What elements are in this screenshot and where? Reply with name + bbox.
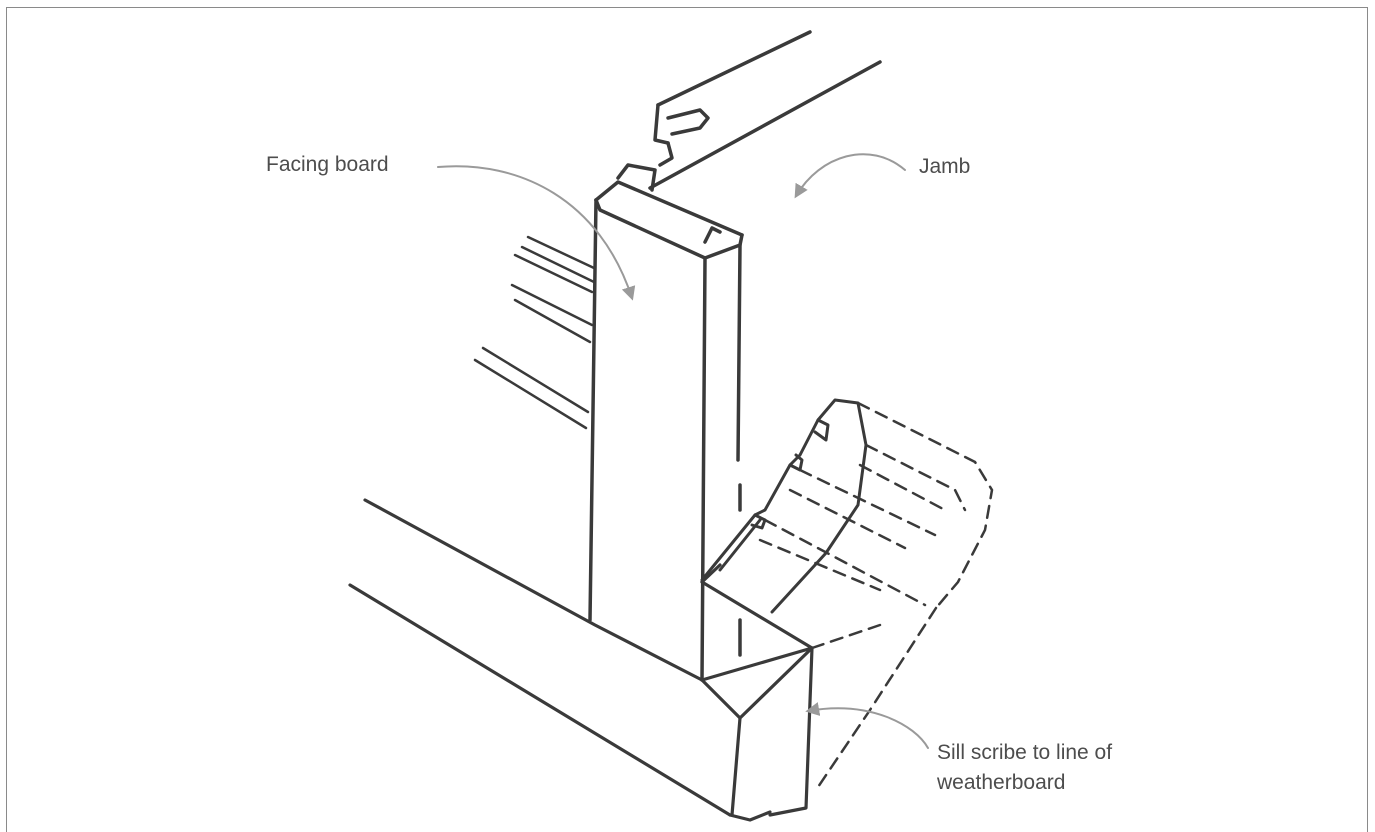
label-sill-scribe: Sill scribe to line of weatherboard xyxy=(937,738,1112,798)
label-sill-line-2: weatherboard xyxy=(937,771,1066,794)
jamb-arrow xyxy=(794,153,906,199)
jamb-drawing xyxy=(616,30,882,192)
diagram-frame xyxy=(6,7,1368,832)
sill-drawing xyxy=(348,498,814,822)
facing-board-arrow xyxy=(437,165,636,301)
facing-board-drawing xyxy=(588,180,744,682)
weatherboard-profile xyxy=(700,398,868,614)
label-facing-board: Facing board xyxy=(266,153,389,176)
callout-arrows xyxy=(437,153,929,749)
label-sill-line-1: Sill scribe to line of xyxy=(937,741,1113,764)
sill-arrow xyxy=(805,702,929,749)
hidden-lines xyxy=(758,401,994,792)
label-jamb: Jamb xyxy=(919,155,971,178)
weatherboards-left xyxy=(473,235,596,430)
